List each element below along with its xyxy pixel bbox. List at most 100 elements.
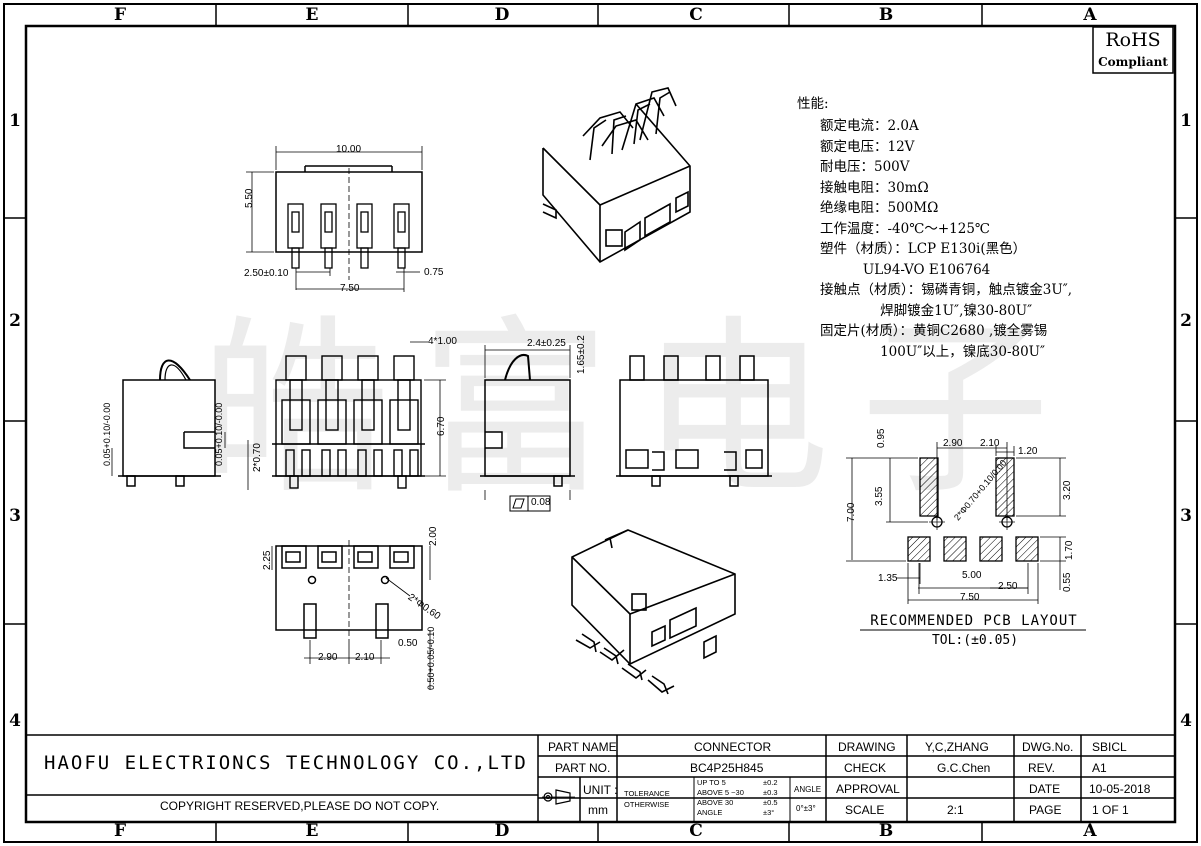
zone-col-F-top: F (113, 5, 127, 25)
zone-row-2-left: 2 (9, 311, 21, 331)
zone-row-1-left: 1 (9, 111, 21, 131)
tol-value: ±0.5 (763, 798, 778, 807)
dim-bottom-h1: 2.25 (262, 550, 273, 570)
tolerance-table: UP TO 5±0.2 ABOVE 5 ~30±0.3 ABOVE 30±0.5… (697, 778, 778, 818)
zone-dividers (4, 4, 1197, 842)
zone-col-B-top: B (878, 5, 894, 25)
pcb-pad-right (995, 457, 1015, 517)
part-no-value: BC4P25H845 (690, 761, 764, 775)
dim-pcb-170: 1.70 (1064, 540, 1075, 560)
dim-top-pin: 0.75 (424, 267, 444, 278)
date-value: 10-05-2018 (1089, 782, 1151, 796)
zone-row-2-right: 2 (1180, 311, 1192, 331)
dim-pcb-320: 3.20 (1062, 480, 1073, 500)
dim-bottom-h2: 2.00 (428, 526, 439, 546)
unit-value: mm (588, 803, 608, 817)
zone-row-4-right: 4 (1180, 711, 1192, 731)
side-view-right (480, 345, 575, 512)
tol-range: ANGLE (697, 808, 723, 817)
dim-side-flatness: 0.08 (531, 497, 551, 508)
outer-frame (3, 3, 1198, 843)
check-value: G.C.Chen (937, 761, 991, 775)
scale-label: SCALE (845, 803, 885, 817)
dim-pcb-290: 2.90 (943, 438, 963, 449)
copyright-notice: COPYRIGHT RESERVED,PLEASE DO NOT COPY. (160, 799, 440, 813)
dim-pcb-095: 0.95 (876, 428, 887, 448)
tolerance-label: TOLERANCE OTHERWISE (624, 789, 670, 809)
rev-value: A1 (1092, 761, 1107, 775)
dim-pcb-750: 7.50 (960, 592, 980, 603)
spec-line: 工作温度：-40℃～+125℃ (820, 220, 991, 237)
spec-line: 额定电压：12V (820, 138, 915, 155)
dim-side-gap: 1.65±0.2 (576, 335, 587, 374)
spec-line: 耐电压：500V (820, 159, 910, 175)
pcb-pad-left (919, 457, 939, 517)
dim-top-height: 5.50 (244, 188, 255, 208)
spec-line: 100U″以上，镍底30-80U″ (820, 343, 1046, 360)
dim-pcb-135: 1.35 (878, 573, 898, 584)
tol-value: ±3° (763, 808, 775, 817)
part-name-value: CONNECTOR (694, 740, 772, 754)
page-value: 1 OF 1 (1092, 803, 1129, 817)
tol-value: ±0.3 (763, 788, 778, 797)
iso-view-top (542, 87, 691, 264)
dim-bottom-s1: 2.90 (318, 652, 338, 663)
zone-col-C-top: C (689, 5, 703, 25)
date-label: DATE (1029, 782, 1061, 796)
rohs-box (1092, 26, 1174, 74)
dim-top-pitch: 2.50±0.10 (244, 268, 289, 279)
dwg-label: DWG.No. (1022, 740, 1074, 754)
back-view (616, 355, 772, 487)
unit-label: UNIT : (583, 783, 618, 797)
pcb-layout (846, 442, 1086, 631)
tol-range: UP TO 5 (697, 778, 726, 787)
spec-line: 固定片(材质）：黄铜C2680 ,镀全雾锡 (820, 323, 1048, 339)
dim-pcb-120: 1.20 (1018, 446, 1038, 457)
top-view (246, 146, 423, 292)
spec-line: 塑件（材质）：LCP E130i(黑色） (820, 241, 1027, 257)
zone-col-D-top: D (494, 5, 510, 25)
zone-col-E-top: E (305, 5, 319, 25)
pcb-pad-1 (907, 536, 931, 562)
iso-view-bottom (571, 529, 736, 695)
dim-pcb-700: 7.00 (846, 502, 857, 522)
dim-side-offset: 2.4±0.25 (527, 338, 566, 349)
front-view (247, 341, 446, 490)
spec-line: 接触电阻：30mΩ (820, 179, 929, 196)
spec-line: UL94-VO E106764 (820, 261, 991, 278)
drawing-value: Y,C,ZHANG (925, 740, 989, 754)
tol-range: ABOVE 5 ~30 (697, 788, 744, 797)
dim-front-mid-tol: 0.05+0.10/-0.00 (214, 402, 224, 466)
dim-bottom-s4: 0.50+0.05/-0.10 (426, 626, 436, 690)
dim-bottom-s2: 2.10 (355, 652, 375, 663)
title-block (26, 734, 1175, 822)
dim-top-span: 7.50 (340, 283, 360, 294)
dim-top-width: 10.00 (336, 144, 362, 155)
angle-label: ANGLE (794, 785, 822, 794)
zone-col-D-bottom: D (494, 821, 510, 841)
pcb-pad-4 (1015, 536, 1039, 562)
part-no-label: PART NO. (555, 761, 611, 775)
angle-value: 0°±3° (796, 804, 816, 813)
rev-label: REV. (1028, 761, 1055, 775)
dim-pcb-210: 2.10 (980, 438, 1000, 449)
rohs-compliant-label: Compliant (1098, 55, 1168, 69)
zone-col-A-bottom: A (1083, 821, 1097, 841)
zone-col-E-bottom: E (305, 821, 319, 841)
part-name-label: PART NAME (548, 740, 617, 754)
pcb-layout-title: RECOMMENDED PCB LAYOUT (870, 613, 1078, 629)
dim-pcb-500: 5.00 (962, 570, 982, 581)
watermark: 皓富电子 (200, 299, 1081, 520)
zone-col-B-bottom: B (878, 821, 894, 841)
page-label: PAGE (1029, 803, 1062, 817)
dim-front-pin-width: 4*1.00 (428, 336, 457, 347)
pcb-layout-tol: TOL:(±0.05) (931, 633, 1019, 648)
specs-list: 额定电流：2.0A 额定电压：12V 耐电压：500V 接触电阻：30mΩ 绝缘… (820, 116, 1072, 362)
dim-front-height: 6.70 (436, 416, 447, 436)
zone-col-F-bottom: F (113, 821, 127, 841)
dim-front-slots: 2*0.70 (252, 443, 263, 472)
pcb-pad-3 (979, 536, 1003, 562)
tol-value: ±0.2 (763, 778, 778, 787)
drawing-label: DRAWING (838, 740, 896, 754)
